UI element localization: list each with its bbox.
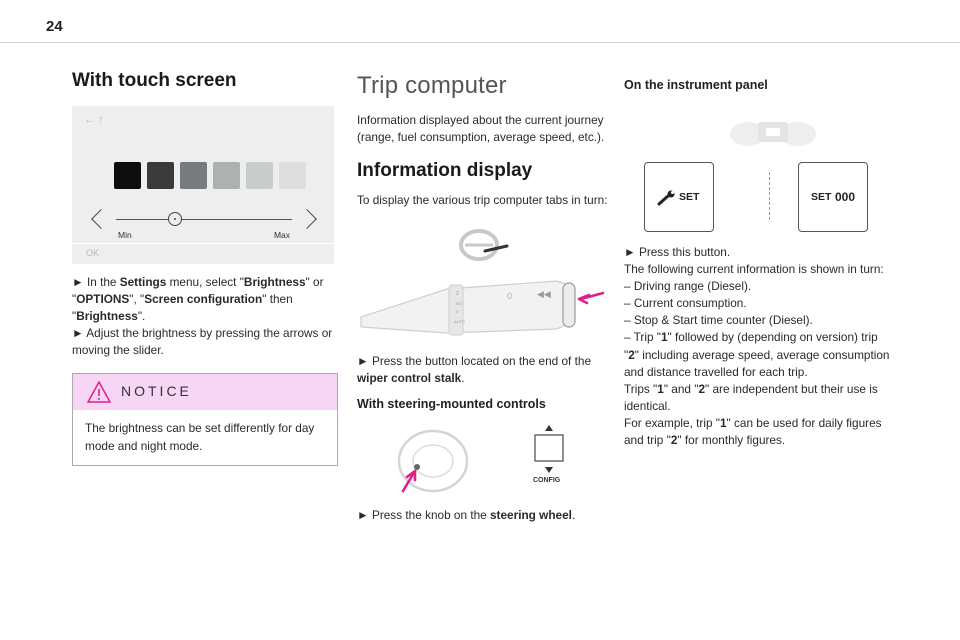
trips-independent-text: Trips "1" and "2" are independent but th… — [624, 381, 878, 413]
brightness-swatches — [114, 162, 306, 189]
list-item: – Driving range (Diesel). — [624, 279, 752, 294]
information-display-intro: To display the various trip computer tab… — [357, 193, 608, 208]
swatch — [279, 162, 306, 189]
trip-intro: Information displayed about the current … — [357, 113, 605, 145]
instrument-panel-title: On the instrument panel — [624, 78, 768, 92]
steering-wheel-icon — [459, 229, 509, 262]
swatch — [246, 162, 273, 189]
notice-body: The brightness can be set differently fo… — [73, 410, 337, 464]
step-adjust-brightness: ► Adjust the brightness by pressing the … — [72, 326, 333, 358]
step-press-stalk-button: ► Press the button located on the end of… — [357, 354, 592, 386]
slider-max-label: Max — [273, 230, 290, 240]
brightness-screen-illustration: ← ↑ Min Max OK — [72, 106, 334, 264]
screen-divider — [72, 243, 334, 244]
set-buttons-illustration: SET SET 000 — [624, 162, 890, 244]
instrument-panel-icon — [730, 122, 816, 146]
slider-track — [116, 219, 292, 220]
page-number: 24 — [46, 18, 63, 35]
set-button-digits: SET 000 — [798, 162, 868, 232]
steering-illustration: CONFIG — [357, 423, 617, 497]
svg-text:2: 2 — [456, 291, 459, 297]
column-trip-computer: Trip computer Information displayed abou… — [357, 70, 617, 525]
back-arrow-icon: ← ↑ — [84, 114, 104, 126]
notice-heading: NOTICE — [121, 383, 192, 400]
svg-text:◀◀: ◀◀ — [537, 289, 551, 299]
step-press-button: ► Press this button. — [624, 245, 731, 259]
notice-header: NOTICE — [73, 374, 337, 411]
section-title-trip-computer: Trip computer — [357, 72, 507, 99]
ok-label: OK — [86, 248, 100, 258]
chevron-left-icon — [91, 209, 111, 229]
notice-box: NOTICE The brightness can be set differe… — [72, 373, 338, 466]
section-title-touch-screen: With touch screen — [72, 70, 237, 91]
step-press-steering-knob: ► Press the knob on the steering wheel. — [357, 508, 576, 523]
brightness-steps: ► In the Settings menu, select "Brightne… — [72, 274, 338, 359]
following-info-intro: The following current information is sho… — [624, 262, 884, 277]
notice-text: The brightness can be set differently fo… — [85, 421, 315, 453]
header-divider — [0, 42, 960, 43]
list-item: – Trip "1" followed by (depending on ver… — [624, 330, 890, 379]
swatch — [114, 162, 141, 189]
svg-text:0: 0 — [507, 291, 512, 301]
brightness-slider: Min Max — [88, 208, 320, 240]
list-item: – Current consumption. — [624, 296, 747, 311]
wiper-stalk-icon: 2 INT 0 AUTO 0 ◀◀ — [360, 280, 605, 336]
svg-text:INT: INT — [456, 301, 463, 306]
config-button-icon — [534, 425, 564, 474]
swatch — [147, 162, 174, 189]
set-button-wrench: SET — [644, 162, 714, 232]
svg-text:0: 0 — [456, 309, 459, 314]
column-instrument-panel: On the instrument panel SET SET 000 ► Pr… — [624, 70, 890, 449]
warning-triangle-icon — [87, 381, 111, 404]
section-title-information-display: Information display — [357, 160, 533, 182]
info-list: – Driving range (Diesel). – Current cons… — [624, 278, 890, 381]
swatch — [213, 162, 240, 189]
steering-controls-title: With steering-mounted controls — [357, 397, 546, 412]
slider-min-label: Min — [118, 230, 132, 240]
list-item: – Stop & Start time counter (Diesel). — [624, 313, 813, 328]
set-label: SET — [679, 191, 700, 203]
swatch — [180, 162, 207, 189]
svg-text:AUTO: AUTO — [454, 319, 465, 324]
trips-example-text: For example, trip "1" can be used for da… — [624, 415, 882, 448]
config-label: CONFIG — [533, 477, 561, 485]
divider-dashes — [769, 172, 770, 220]
step-select-brightness: ► In the Settings menu, select "Brightne… — [72, 275, 324, 324]
wrench-icon — [657, 190, 675, 206]
column-touch-screen: With touch screen ← ↑ Min Max OK ► In th… — [72, 70, 338, 466]
set-digits: 000 — [835, 190, 856, 204]
slider-knob — [168, 212, 182, 226]
chevron-right-icon — [297, 209, 317, 229]
steering-wheel-knob-icon — [397, 430, 469, 493]
set-label: SET — [811, 191, 832, 203]
